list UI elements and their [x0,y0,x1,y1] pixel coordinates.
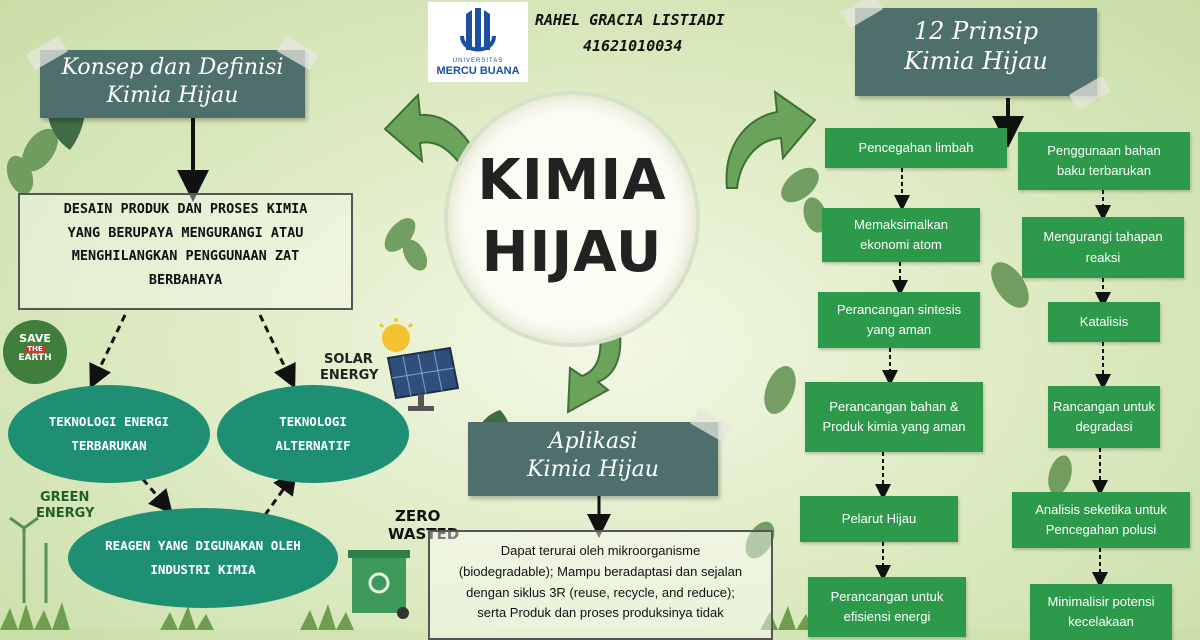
application-banner-line-2: Kimia Hijau [527,456,659,482]
zero-wasted-label-1: ZERO [395,507,441,525]
title-circle [448,95,696,343]
application-line-1: Dapat terurai oleh mikroorganisme [500,543,701,558]
principle-9-line-1: Pelarut Hijau [841,510,917,526]
author-name: RAHEL GRACIA LISTIADI [535,11,725,29]
node-renewable-energy-line-1: TEKNOLOGI ENERGI [48,414,170,430]
application-line-3: dengan siklus 3R (reuse, recycle, and re… [466,584,735,600]
principle-3: Memaksimalkan ekonomi atom [822,208,980,262]
solar-panel-icon [378,318,460,411]
principles-banner-line-2: Kimia Hijau [904,47,1048,75]
save-earth-label-1: SAVE [19,332,51,345]
curved-arrow-down [566,333,622,414]
principle-8-line-1: Rancangan untuk [1053,398,1155,414]
application-line-2: (biodegradable); Mampu beradaptasi dan s… [458,563,743,579]
node-renewable-energy: TEKNOLOGI ENERGI TERBARUKAN [8,385,210,483]
green-energy-icon: GREEN ENERGY [2,488,102,608]
definition-line-1: DESAIN PRODUK DAN PROSES KIMIA [63,201,308,217]
university-logo: UNIVERSITAS MERCU BUANA [428,2,528,82]
author-id: 41621010034 [583,36,683,55]
definition-line-3: MENGHILANGKAN PENGGUNAAN ZAT [71,248,300,265]
solar-label-1: SOLAR [324,352,373,367]
principle-4: Mengurangi tahapan reaksi [1022,217,1184,278]
node-reagent-line-1: REAGEN YANG DIGUNAKAN OLEH [105,538,301,554]
principle-12-line-2: kecelakaan [1068,614,1134,629]
concept-banner: Konsep dan Definisi Kimia Hijau [26,35,319,118]
zero-wasted-label-2: WASTED [388,525,460,543]
definition-line-4: BERBAHAYA [148,271,223,288]
principle-8: Rancangan untuk degradasi [1048,386,1160,448]
principle-10-line-2: Pencegahan polusi [1045,522,1157,537]
node-alternative-tech: TEKNOLOGI ALTERNATIF [217,385,409,483]
node-alternative-tech-line-2: ALTERNATIF [275,438,351,453]
application-banner: Aplikasi Kimia Hijau [468,407,732,496]
principles-banner-line-1: 12 Prinsip [913,17,1039,45]
principle-7-line-1: Perancangan bahan & [829,398,959,414]
title-line-1: KIMIA [477,148,667,213]
principle-12-line-1: Minimalisir potensi [1047,593,1155,609]
principle-4-line-1: Mengurangi tahapan [1043,229,1163,245]
principles-banner: 12 Prinsip Kimia Hijau [841,0,1111,111]
solar-label-2: ENERGY [320,368,379,383]
node-alternative-tech-line-1: TEKNOLOGI [279,414,347,430]
principle-1: Pencegahan limbah [825,128,1007,168]
principle-5-line-2: yang aman [866,322,932,337]
save-earth-label-2: THE [25,345,45,353]
principle-10: Analisis seketika untuk Pencegahan polus… [1012,492,1190,548]
principle-5: Perancangan sintesis yang aman [818,292,980,348]
definition-box: DESAIN PRODUK DAN PROSES KIMIA YANG BERU… [18,193,353,310]
application-text-box: Dapat terurai oleh mikroorganisme (biode… [428,530,773,640]
principle-9: Pelarut Hijau [800,496,958,542]
principle-2-line-2: baku terbarukan [1057,163,1151,178]
node-renewable-energy-line-2: TERBARUKAN [71,438,147,453]
principle-2: Penggunaan bahan baku terbarukan [1018,132,1190,190]
title-line-2: HIJAU [481,220,663,285]
save-earth-icon: SAVE THE EARTH [3,320,67,384]
principle-2-line-1: Penggunaan bahan [1047,142,1161,158]
principle-8-line-2: degradasi [1075,419,1133,434]
solar-energy-icon: SOLAR ENERGY [318,318,468,413]
application-line-4: serta Produk dan proses produksinya tida… [477,605,724,621]
principle-6: Katalisis [1048,302,1160,342]
concept-banner-line-2: Kimia Hijau [106,82,239,108]
recycle-bin-icon [348,550,410,619]
principle-10-line-1: Analisis seketika untuk [1035,501,1167,517]
logo-label-small: UNIVERSITAS [452,58,504,64]
principle-6-line-1: Katalisis [1079,313,1129,329]
principle-11: Perancangan untuk efisiensi energi [808,577,966,637]
principle-12: Minimalisir potensi kecelakaan [1030,584,1172,640]
logo-label: MERCU BUANA [436,65,520,77]
definition-line-2: YANG BERUPAYA MENGURANGI ATAU [67,224,304,241]
principle-11-line-1: Perancangan untuk [830,588,944,604]
zero-wasted-icon: ZERO WASTED [340,505,470,620]
author-block: RAHEL GRACIA LISTIADI 41621010034 [535,8,725,59]
application-banner-line-1: Aplikasi [548,429,638,454]
principle-3-line-1: Memaksimalkan [854,216,948,232]
principle-11-line-2: efisiensi energi [843,609,931,624]
node-reagent: REAGEN YANG DIGUNAKAN OLEH INDUSTRI KIMI… [68,508,338,608]
green-energy-label-1: GREEN [40,490,90,505]
wind-turbine-icon [9,516,48,603]
save-earth-label-3: EARTH [18,353,52,363]
node-reagent-line-2: INDUSTRI KIMIA [150,562,256,577]
principle-3-line-2: ekonomi atom [860,237,942,252]
concept-banner-line-1: Konsep dan Definisi [61,55,284,80]
logo-mark-icon [460,8,496,52]
principle-7: Perancangan bahan & Produk kimia yang am… [805,382,983,452]
green-energy-label-2: ENERGY [36,506,95,521]
curved-arrow-right [725,89,817,189]
principle-4-line-2: reaksi [1085,249,1121,265]
principle-1-line-1: Pencegahan limbah [858,139,974,155]
principle-5-line-1: Perancangan sintesis [836,301,962,317]
principle-7-line-2: Produk kimia yang aman [822,419,966,434]
